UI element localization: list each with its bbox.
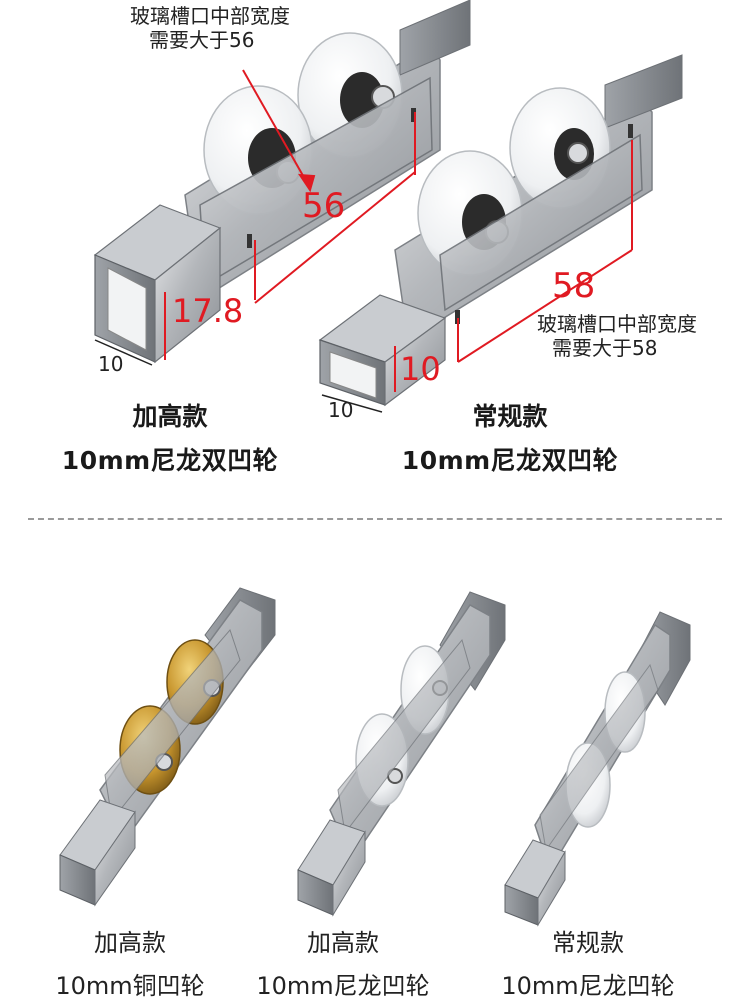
top-right-channel-dim-label: 10 [328,398,354,422]
top-right-roller [318,54,683,407]
bottom-caption-2-line2: 10mm尼龙凹轮 [256,972,430,1000]
bottom-caption-3: 常规款 10mm尼龙凹轮 [473,923,703,1001]
section-divider [28,518,722,520]
top-right-caption-line2: 10mm尼龙双凹轮 [401,446,619,475]
bottom-caption-3-line2: 10mm尼龙凹轮 [501,972,675,1000]
top-left-note-line2: 需要大于56 [149,28,255,52]
top-left-channel-dim [94,339,153,366]
bottom-caption-1-line1: 加高款 [94,929,166,957]
top-right-caption-line1: 常规款 [472,402,548,431]
bottom-brass-roller [59,587,276,907]
bottom-caption-2: 加高款 10mm尼龙凹轮 [228,923,458,1001]
top-left-note-line1: 玻璃槽口中部宽度 [130,4,290,28]
bottom-nylon-roller-tall [297,591,506,917]
top-right-dimension-lines [394,140,633,392]
top-right-channel-dim [321,394,383,413]
top-left-caption: 加高款 10mm尼龙双凹轮 [20,397,320,477]
top-right-note-line1: 玻璃槽口中部宽度 [537,312,697,336]
bottom-caption-1-line2: 10mm铜凹轮 [55,972,205,1000]
bottom-caption-1: 加高款 10mm铜凹轮 [15,923,245,1001]
top-left-caption-line1: 加高款 [132,402,208,431]
top-right-width-dim: 58 [552,266,596,306]
top-left-height-dim: 17.8 [172,292,244,330]
bottom-caption-2-line1: 加高款 [307,929,379,957]
top-left-channel-dim-label: 10 [98,352,124,376]
top-left-dimension-lines [164,69,416,360]
top-right-note-line2: 需要大于58 [552,336,658,360]
top-right-caption: 常规款 10mm尼龙双凹轮 [360,397,660,477]
bottom-caption-3-line1: 常规款 [552,929,624,957]
top-left-note: 玻璃槽口中部宽度 需要大于56 [105,4,315,52]
top-right-note: 玻璃槽口中部宽度 需要大于58 [512,312,722,360]
bottom-nylon-roller-regular [504,611,691,927]
top-right-height-dim: 10 [400,350,441,388]
top-left-caption-line2: 10mm尼龙双凹轮 [61,446,279,475]
top-left-width-dim: 56 [302,186,346,226]
